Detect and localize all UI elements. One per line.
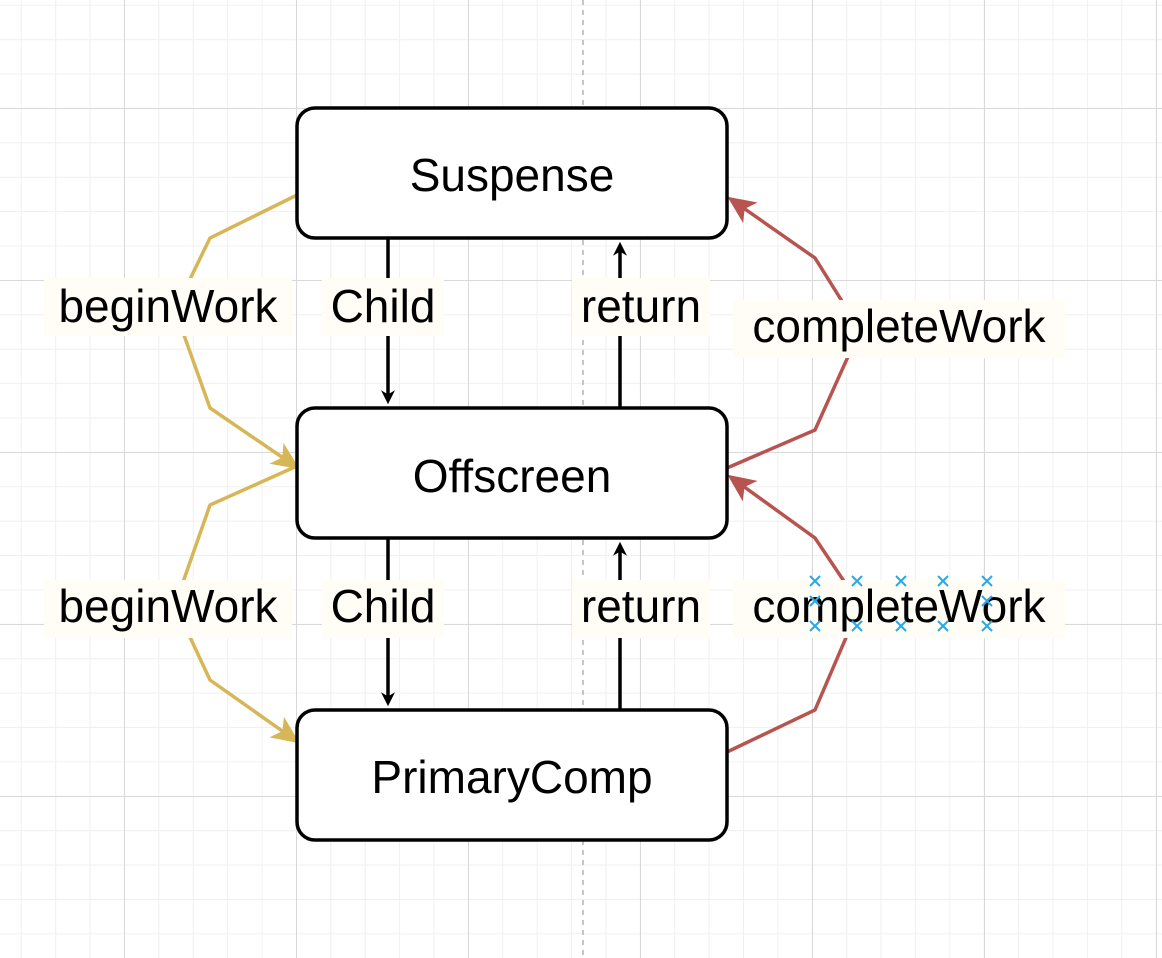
edge-label-return-1-text: return	[581, 280, 701, 332]
selection-handle-icon[interactable]	[981, 575, 993, 587]
edge-label-begin-work-1-text: beginWork	[58, 280, 278, 332]
node-suspense[interactable]: Suspense	[295, 106, 729, 240]
edge-label-begin-work-2-text: beginWork	[58, 580, 278, 632]
edge-label-return-1[interactable]: return	[572, 278, 710, 336]
selection-handle-icon[interactable]	[981, 595, 993, 607]
node-offscreen[interactable]: Offscreen	[295, 406, 729, 540]
selection-handle-icon[interactable]	[937, 620, 949, 632]
node-suspense-label: Suspense	[410, 149, 615, 201]
edge-label-complete-work-1[interactable]: completeWork	[733, 300, 1065, 358]
selection-handle-icon[interactable]	[895, 575, 907, 587]
edge-label-child-1[interactable]: Child	[322, 278, 444, 336]
edge-label-return-2-text: return	[581, 580, 701, 632]
node-offscreen-label: Offscreen	[413, 450, 612, 502]
edge-label-child-2[interactable]: Child	[322, 580, 444, 638]
edge-label-complete-work-1-text: completeWork	[752, 300, 1046, 352]
selection-handle-icon[interactable]	[981, 620, 993, 632]
selection-handle-icon[interactable]	[851, 575, 863, 587]
selection-handle-icon[interactable]	[937, 575, 949, 587]
selection-handle-icon[interactable]	[809, 575, 821, 587]
node-primary-comp[interactable]: PrimaryComp	[295, 708, 729, 842]
edge-selection-handles[interactable]	[809, 575, 993, 632]
edge-label-child-2-text: Child	[331, 580, 436, 632]
edge-label-begin-work-2[interactable]: beginWork	[44, 580, 292, 638]
selection-handle-icon[interactable]	[809, 620, 821, 632]
selection-handle-icon[interactable]	[895, 620, 907, 632]
node-primary-comp-label: PrimaryComp	[371, 751, 652, 803]
edge-label-child-1-text: Child	[331, 280, 436, 332]
edge-label-return-2[interactable]: return	[572, 580, 710, 638]
edge-label-begin-work-1[interactable]: beginWork	[44, 278, 292, 336]
selection-handle-icon[interactable]	[809, 595, 821, 607]
selection-handle-icon[interactable]	[851, 620, 863, 632]
